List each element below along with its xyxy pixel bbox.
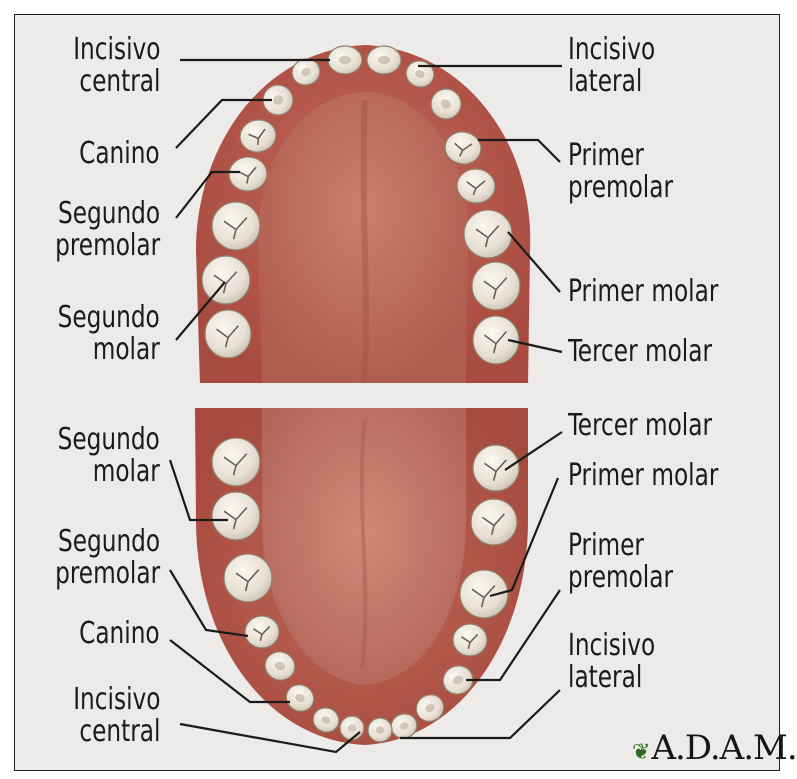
label-line: premolar [568,172,673,204]
label-primer-premolar-inf: Primer premolar [568,530,673,594]
tooth-molar3-sup-l [205,310,251,358]
label-line: Segundo [55,526,160,558]
label-line: central [73,66,160,98]
tooth-incisivo-central-sup-r [367,46,401,74]
tooth-incisivo-central-sup-l [328,46,362,74]
label-canino-inf: Canino [79,618,160,650]
label-tercer-molar-inf: Tercer molar [568,410,712,442]
label-segundo-molar-inf: Segundo molar [58,424,160,488]
leaf-icon: ❦ [632,740,649,765]
tooth-molar2-inf-r [471,499,517,545]
label-line: lateral [568,66,655,98]
label-line: Tercer molar [568,336,712,368]
label-line: Tercer molar [568,410,712,442]
label-canino-sup: Canino [79,138,160,170]
tooth-premolar2-inf-r [453,624,487,656]
tooth-molar2-inf-l [212,492,260,540]
label-line: Incisivo [73,684,160,716]
tooth-molar2-sup-l [202,256,250,304]
tooth-incisivo-central-inf-l [340,716,364,740]
label-incisivo-lateral-sup: Incisivo lateral [568,34,655,98]
tooth-molar3-inf-r [473,445,519,491]
label-line: Canino [79,138,160,170]
label-line: Incisivo [73,34,160,66]
label-tercer-molar-sup: Tercer molar [568,336,712,368]
tooth-molar1-sup-l [212,202,260,250]
lower-jaw [195,408,528,745]
label-line: premolar [55,230,160,262]
label-line: Primer [568,140,673,172]
tooth-incisivo-central-inf-r [368,718,392,742]
label-line: premolar [568,562,673,594]
tooth-premolar2-inf-l [245,616,279,648]
label-segundo-premolar-sup: Segundo premolar [55,198,160,262]
label-line: Primer [568,530,673,562]
logo-text: A.D.A.M. [651,728,796,768]
label-segundo-premolar-inf: Segundo premolar [55,526,160,590]
label-line: premolar [55,558,160,590]
tooth-molar2-sup-r [472,262,520,310]
label-line: Segundo [58,424,160,456]
label-primer-molar-inf: Primer molar [568,460,718,492]
label-line: lateral [568,662,655,694]
label-segundo-molar-sup: Segundo molar [58,302,160,366]
label-line: molar [58,334,160,366]
label-line: Primer molar [568,276,718,308]
tooth-molar3-inf-l [212,438,260,486]
label-line: molar [58,456,160,488]
upper-jaw [196,45,530,385]
label-primer-molar-sup: Primer molar [568,276,718,308]
label-line: Incisivo [568,34,655,66]
tooth-molar1-inf-l [224,554,272,602]
label-line: Incisivo [568,630,655,662]
label-primer-premolar-sup: Primer premolar [568,140,673,204]
label-line: Canino [79,618,160,650]
label-line: Segundo [55,198,160,230]
tooth-molar1-sup-r [464,210,512,258]
jaw-separator [190,383,535,409]
label-incisivo-lateral-inf: Incisivo lateral [568,630,655,694]
adam-logo: ❦A.D.A.M. [632,730,797,771]
label-incisivo-central-inf: Incisivo central [73,684,160,748]
palate-raphe [364,100,366,385]
label-line: central [73,716,160,748]
label-incisivo-central-sup: Incisivo central [73,34,160,98]
label-line: Primer molar [568,460,718,492]
label-line: Segundo [58,302,160,334]
